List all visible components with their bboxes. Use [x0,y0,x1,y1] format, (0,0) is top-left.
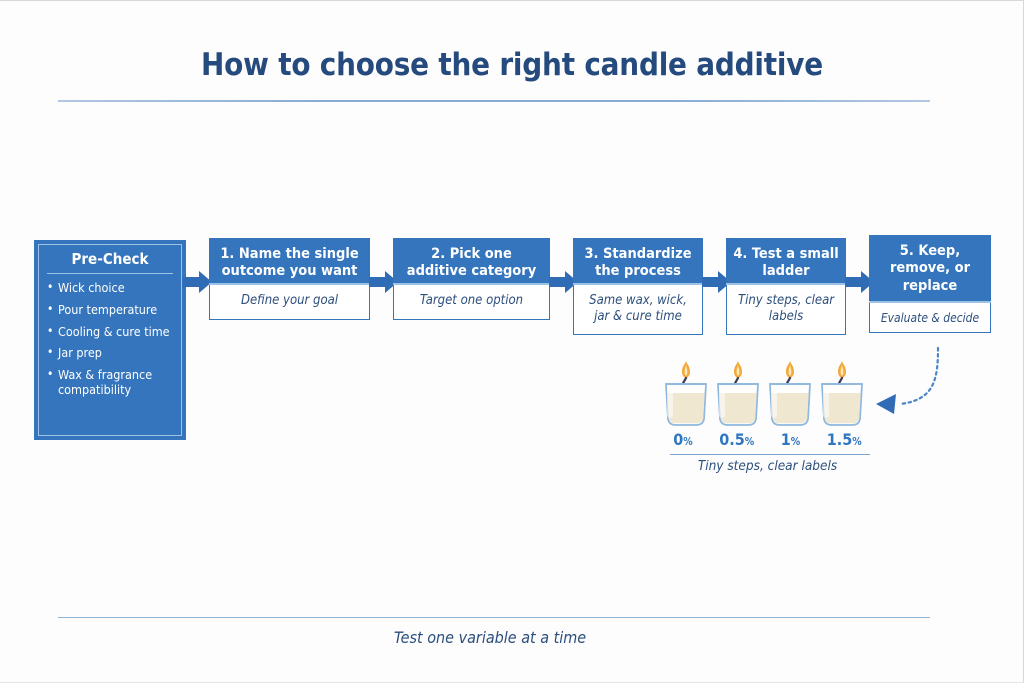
step-box-1: 1. Name the single outcome you want Defi… [209,238,370,320]
ladder-label-1: 0.5% [719,430,754,449]
ladder-value: 1.5 [826,430,853,449]
step-caption: Same wax, wick, jar & cure time [573,285,703,335]
step-heading: 4. Test a small ladder [726,238,846,285]
step-heading: 5. Keep, remove, or replace [869,235,991,303]
flow-arrow-precheck-to-step1 [183,269,213,295]
candle-ladder-illustration: 0% 0.5% 1% 1.5% Tiny steps, clear labels [660,359,890,484]
candle-icon-2 [769,360,811,426]
step-box-3: 3. Standardize the process Same wax, wic… [573,238,703,335]
ladder-value: 1 [780,430,791,449]
list-item: Wax & fragrance compatibility [47,367,173,398]
ladder-caption: Tiny steps, clear labels [697,458,838,474]
precheck-panel: Pre-Check Wick choice Pour temperature C… [34,240,186,440]
ladder-label-2: 1% [781,430,800,449]
ladder-unit: % [744,436,755,448]
step-caption: Target one option [393,285,550,320]
ladder-value: 0.5 [719,430,745,449]
flow-arrow-step2-to-step3 [549,269,579,295]
step-box-5: 5. Keep, remove, or replace Evaluate & d… [869,235,991,333]
list-item: Jar prep [47,345,173,361]
candle-icon-3 [821,360,863,426]
candle-icon-0 [665,360,707,426]
step-heading: 1. Name the single outcome you want [209,238,370,285]
feedback-arrow-icon [876,346,940,414]
candle-icon-1 [717,360,759,426]
flow-arrow-step3-to-step4 [702,269,732,295]
ladder-label-0: 0% [673,430,692,449]
ladder-unit: % [683,436,693,448]
ladder-label-3: 1.5% [827,430,862,449]
precheck-title: Pre-Check [47,250,173,274]
title-divider [58,100,930,102]
flow-arrow-step4-to-step5 [845,269,875,295]
precheck-list: Wick choice Pour temperature Cooling & c… [47,274,173,398]
ladder-labels-row: 0% 0.5% 1% 1.5% [660,430,875,449]
candles-group-icon [665,360,863,426]
list-item: Cooling & cure time [47,324,173,340]
ladder-value: 0 [673,430,684,449]
ladder-unit: % [852,436,862,448]
precheck-inner-frame: Pre-Check Wick choice Pour temperature C… [38,244,182,436]
ladder-unit: % [790,436,801,448]
step-heading: 3. Standardize the process [573,238,703,285]
step-box-2: 2. Pick one additive category Target one… [393,238,550,320]
step-caption: Define your goal [209,285,370,320]
step-box-4: 4. Test a small ladder Tiny steps, clear… [726,238,846,335]
ladder-divider [670,454,870,455]
flow-arrow-step1-to-step2 [369,269,399,295]
list-item: Wick choice [47,280,173,296]
step-caption: Evaluate & decide [869,303,991,333]
step-heading: 2. Pick one additive category [393,238,550,285]
page-title: How to choose the right candle additive [201,47,823,83]
step-caption: Tiny steps, clear labels [726,285,846,335]
footer-note: Test one variable at a time [393,628,587,647]
list-item: Pour temperature [47,302,173,318]
footer-divider [58,617,930,618]
